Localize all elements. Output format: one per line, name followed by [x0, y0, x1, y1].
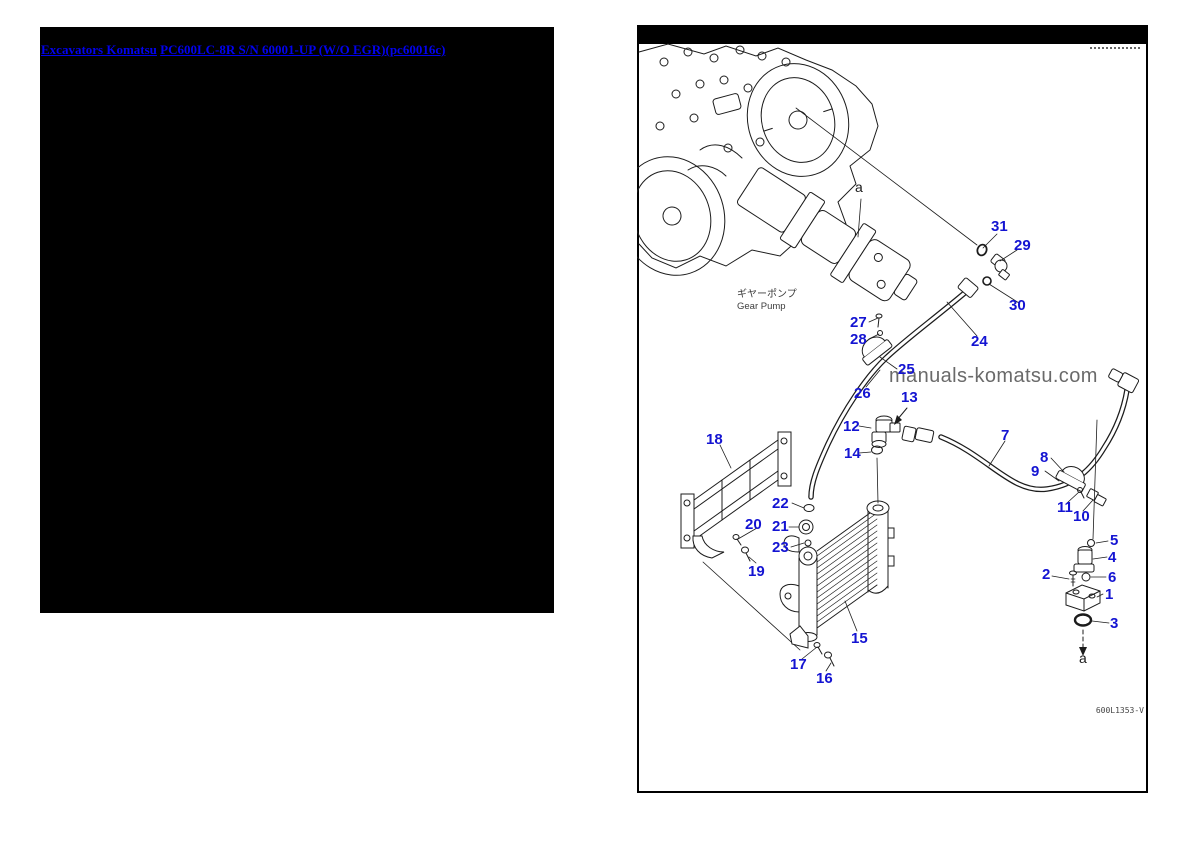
gear-pump-label-en: Gear Pump	[737, 301, 786, 312]
drawing-number: 600L1353-V	[1095, 706, 1144, 715]
part-number-5: 5	[1110, 532, 1119, 549]
left-black-panel	[40, 27, 554, 613]
part-number-2: 2	[1042, 566, 1051, 583]
part-number-23: 23	[772, 539, 789, 556]
part-number-26: 26	[854, 385, 871, 402]
part-number-15: 15	[851, 630, 868, 647]
reference-label-a: a	[855, 179, 863, 195]
part-number-9: 9	[1031, 463, 1040, 480]
part-number-31: 31	[991, 218, 1008, 235]
part-number-7: 7	[1001, 427, 1010, 444]
part-number-30: 30	[1009, 297, 1026, 314]
reference-label-a: a	[1079, 650, 1087, 666]
part-number-8: 8	[1040, 449, 1049, 466]
gear-pump-label: ギヤーポンプ Gear Pump	[737, 289, 797, 312]
part-number-16: 16	[816, 670, 833, 687]
part-number-25: 25	[898, 361, 915, 378]
fine-print-marking	[1090, 47, 1140, 49]
part-number-24: 24	[971, 333, 988, 350]
part-number-29: 29	[1014, 237, 1031, 254]
part-number-28: 28	[850, 331, 867, 348]
part-number-22: 22	[772, 495, 789, 512]
part-number-14: 14	[844, 445, 861, 462]
part-number-19: 19	[748, 563, 765, 580]
diagram-frame: 600L1353-V	[637, 25, 1148, 793]
part-number-1: 1	[1105, 586, 1114, 603]
part-number-10: 10	[1073, 508, 1090, 525]
part-number-6: 6	[1108, 569, 1117, 586]
part-number-3: 3	[1110, 615, 1119, 632]
diagram-top-bar	[639, 27, 1146, 44]
breadcrumb-link-excavators[interactable]: Excavators Komatsu	[41, 42, 157, 57]
part-number-20: 20	[745, 516, 762, 533]
breadcrumb: Excavators Komatsu PC600LC-8R S/N 60001-…	[41, 42, 445, 58]
gear-pump-label-jp: ギヤーポンプ	[737, 289, 797, 300]
breadcrumb-link-model[interactable]: PC600LC-8R S/N 60001-UP (W/O EGR)(pc6001…	[160, 42, 446, 57]
watermark: manuals-komatsu.com	[889, 365, 1098, 387]
part-number-12: 12	[843, 418, 860, 435]
part-number-21: 21	[772, 518, 789, 535]
part-number-18: 18	[706, 431, 723, 448]
part-number-17: 17	[790, 656, 807, 673]
part-number-13: 13	[901, 389, 918, 406]
part-number-11: 11	[1057, 499, 1073, 516]
part-number-27: 27	[850, 314, 867, 331]
part-number-4: 4	[1108, 549, 1117, 566]
